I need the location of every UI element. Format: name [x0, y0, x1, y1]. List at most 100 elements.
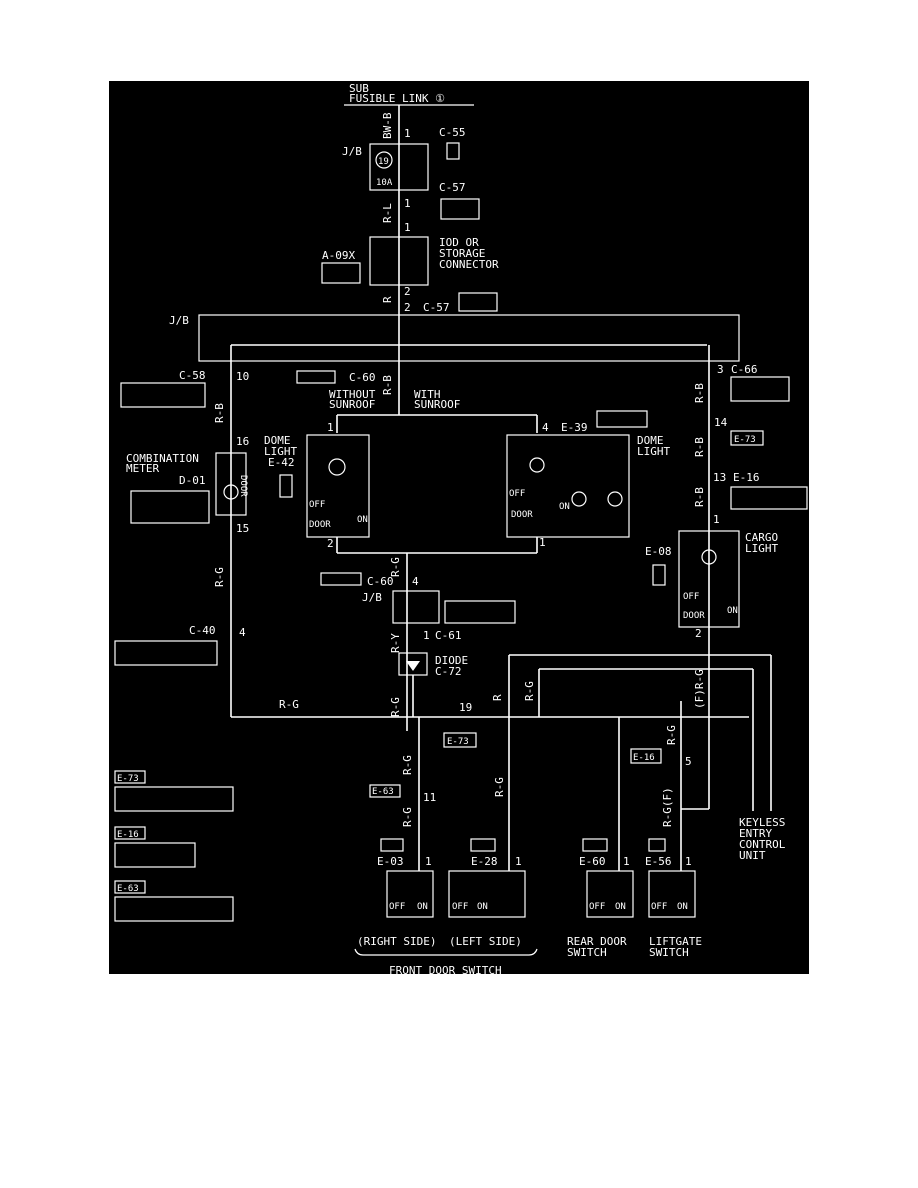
connector-c60a-icon [296, 370, 336, 384]
right-door-switch-box [386, 870, 434, 918]
pin-1d: 1 [327, 421, 334, 434]
connector-e28-icon [470, 838, 496, 852]
iod-line3: CONNECTOR [439, 258, 499, 271]
connector-c60b: C-60 [367, 575, 394, 588]
wire-r-g-a: R-G [213, 567, 226, 587]
rear-door-switch-box [586, 870, 634, 918]
connector-jb-lower-icon [444, 600, 516, 624]
diode-line2: C-72 [435, 665, 462, 678]
pin-4c: 4 [239, 626, 246, 639]
wire-r-b-e: R-B [693, 487, 706, 507]
connector-e63b: E-63 [117, 884, 139, 894]
wire-r-l: R-L [381, 203, 394, 223]
connector-e73c-icon [114, 770, 146, 784]
wire-r-g-d: R-G [389, 697, 402, 717]
pin-11: 11 [423, 791, 436, 804]
connector-e08: E-08 [645, 545, 672, 558]
connector-e16b: E-16 [633, 753, 655, 763]
jb-lower: J/B [362, 591, 382, 604]
wire-r-b-d: R-B [693, 437, 706, 457]
pin-13: 13 [713, 471, 726, 484]
connector-c66: C-66 [731, 363, 758, 376]
jb-lower-box [392, 590, 440, 624]
fuse-box [369, 143, 429, 191]
switch-on-left: ON [357, 515, 368, 525]
switch-off-right: OFF [509, 489, 525, 499]
connector-e16c-icon [114, 826, 146, 840]
wire-r-g-i: R-G [665, 725, 678, 745]
pin-1a: 1 [404, 127, 411, 140]
pin-1h: 1 [425, 855, 432, 868]
connector-a09x-icon [321, 262, 361, 284]
pin-19: 19 [459, 701, 472, 714]
wire-r: R [381, 296, 394, 303]
keyless-1: KEYLESS [739, 816, 785, 829]
door-vertical: DOOR [238, 475, 248, 497]
meter-lamp [223, 484, 239, 500]
connector-c57b: C-57 [423, 301, 450, 314]
connector-e60: E-60 [579, 855, 606, 868]
connector-c60b-icon [320, 572, 362, 586]
connector-c57a: C-57 [439, 181, 466, 194]
fuse-circle [375, 151, 393, 169]
pin-14: 14 [714, 416, 728, 429]
connector-d01-icon [130, 490, 210, 524]
connector-e73c-block [114, 786, 234, 812]
pin-2b: 2 [404, 301, 411, 314]
wire-r-g-f: R-G [401, 807, 414, 827]
wire-r-c: R [491, 694, 504, 701]
connector-e56: E-56 [645, 855, 672, 868]
switch-door-left: DOOR [309, 520, 331, 530]
rear-door-1: REAR DOOR [567, 935, 627, 948]
switch-on-cargo: ON [727, 606, 738, 616]
pin-2a: 2 [404, 285, 411, 298]
switch-on-right: ON [559, 502, 570, 512]
with-sunroof-1: WITH [414, 388, 441, 401]
pin-2d: 2 [695, 627, 702, 640]
connector-e39-icon [596, 410, 648, 428]
connector-e39: E-39 [561, 421, 588, 434]
connector-c40-icon [114, 640, 218, 666]
wire-r-g-j: (F)R-G [693, 669, 706, 709]
liftgate-2: SWITCH [649, 946, 689, 959]
connector-c58: C-58 [179, 369, 206, 382]
connector-c57b-icon [458, 292, 498, 312]
diagram-svg: SUB FUSIBLE LINK ① BW-B 1 C-55 J/B 19 10… [114, 82, 808, 974]
connector-e60-icon [582, 838, 608, 852]
switch-on-rd: ON [417, 902, 428, 912]
connector-e73a-icon [730, 430, 764, 446]
cargo-1: CARGO [745, 531, 778, 544]
connector-e16b-icon [630, 748, 662, 764]
pin-15: 15 [236, 522, 249, 535]
connector-e03-icon [380, 838, 404, 852]
dome-lamp-right-3 [607, 491, 623, 507]
liftgate-1: LIFTGATE [649, 935, 702, 948]
wire-r-b-a: R-B [213, 403, 226, 423]
connector-e73b: E-73 [447, 737, 469, 747]
switch-off-cargo: OFF [683, 592, 699, 602]
keyless-4: UNIT [739, 849, 766, 862]
connector-c60a: C-60 [349, 371, 376, 384]
pin-16: 16 [236, 435, 249, 448]
left-door-switch-box [448, 870, 526, 918]
wire-r-b-c: R-B [693, 383, 706, 403]
connector-e28: E-28 [471, 855, 498, 868]
wire-r-y: R-Y [389, 633, 402, 653]
switch-on-lg: ON [677, 902, 688, 912]
connector-c40: C-40 [189, 624, 216, 637]
jb-bus-box [198, 314, 740, 362]
wire-r-b-b: R-B [381, 375, 394, 395]
connector-c61: C-61 [435, 629, 462, 642]
connector-c66-icon [730, 376, 790, 402]
connector-e73a: E-73 [734, 435, 756, 445]
connector-e63a-icon [369, 784, 401, 798]
connector-e42-icon [279, 474, 293, 498]
switch-on-rr: ON [615, 902, 626, 912]
rear-door-2: SWITCH [567, 946, 607, 959]
dome-lamp-left [328, 458, 346, 476]
connector-e16c-block [114, 842, 196, 868]
connector-e16a: E-16 [733, 471, 760, 484]
connector-e63b-icon [114, 880, 146, 894]
connector-e73b-icon [443, 732, 477, 748]
connector-c55: C-55 [439, 126, 466, 139]
